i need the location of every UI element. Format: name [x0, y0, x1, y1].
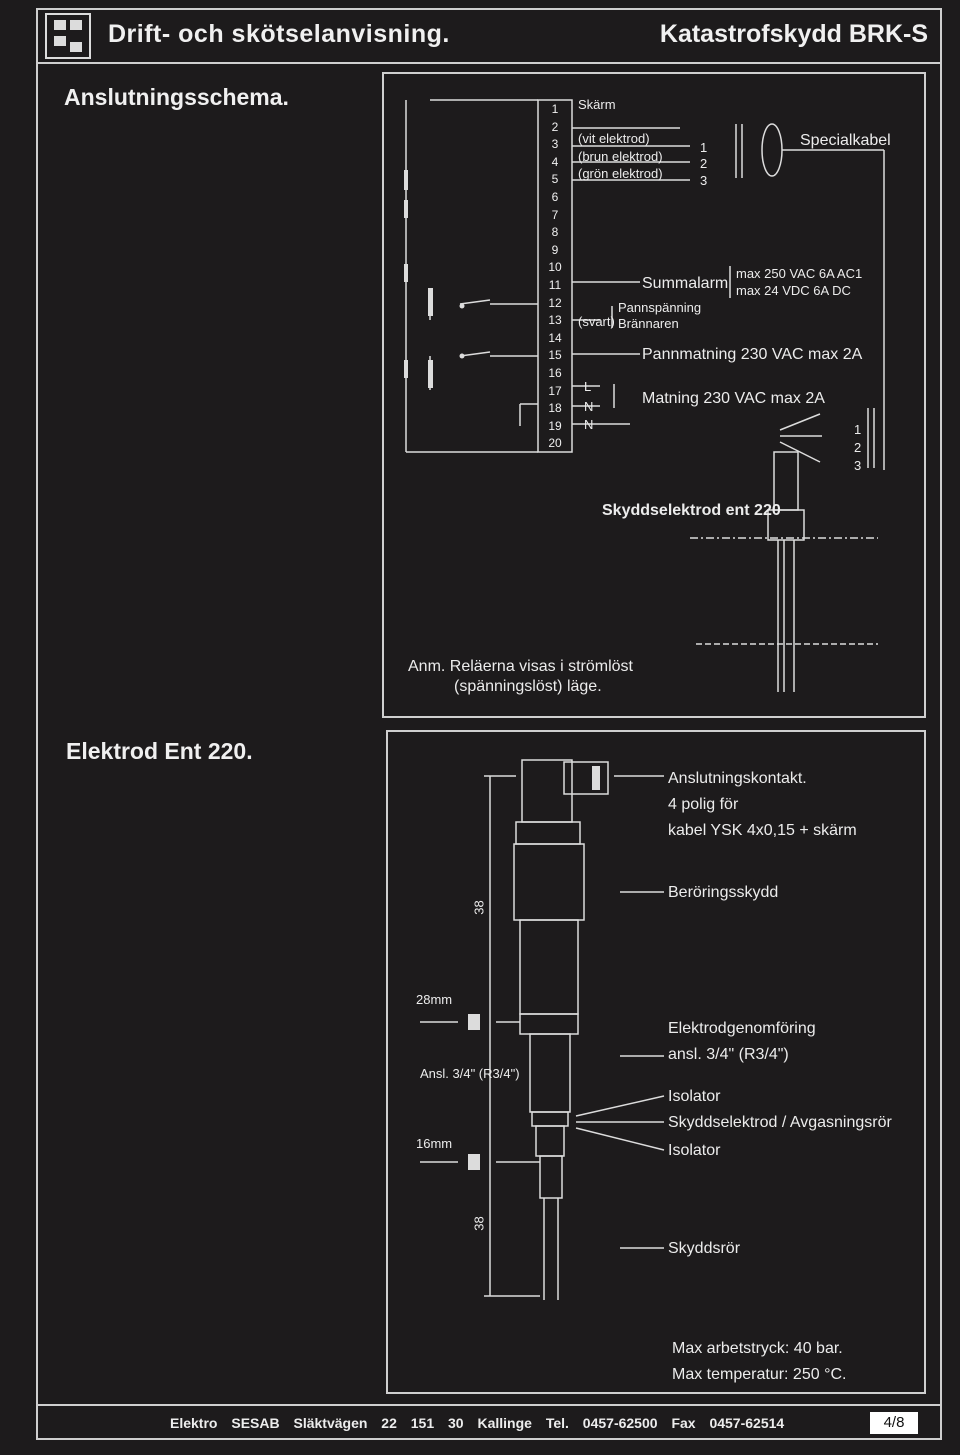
connector-pins: 4 polig för [668, 796, 739, 813]
page-title: Drift- och skötselanvisning. [108, 20, 450, 48]
terminal-19: 19 [548, 418, 562, 433]
term-label-vit: (vit elektrod) [578, 131, 650, 146]
terminal-18: 18 [548, 401, 562, 416]
relay-note-pannspanning: Pannspänning [618, 300, 702, 315]
relay-note-line2: (spänningslöst) läge. [454, 678, 602, 695]
spec-max-temperature: Max temperatur: 250 °C. [672, 1366, 847, 1383]
mains-phase-n1: N [584, 399, 594, 414]
terminal-9: 9 [551, 242, 559, 257]
terminal-20: 20 [548, 436, 562, 451]
footer-phone: Tel. 0457-62500 [545, 1415, 658, 1431]
terminal-2: 2 [551, 119, 559, 134]
terminal-1: 1 [551, 102, 559, 116]
term-label-gron: (grön elektrod) [578, 166, 663, 181]
footer-contact: Elektro SESAB Släktvägen 22 151 30 Kalli… [170, 1415, 784, 1431]
terminal-12: 12 [548, 295, 562, 310]
dimension-2: 38 [471, 1216, 487, 1231]
probe-name-label: Skyddselektrod ent 220 [602, 502, 781, 519]
insulator-label-2: Isolator [668, 1142, 721, 1159]
header-band [38, 10, 940, 64]
wiring-diagram-panel [382, 72, 926, 718]
thread-size: Ansl. 3/4" (R3/4") [420, 1066, 520, 1081]
probe-wire-1: 1 [700, 140, 708, 155]
wrench-size-1: 28mm [416, 992, 453, 1007]
terminal-17: 17 [548, 383, 562, 398]
company-logo [45, 13, 91, 59]
mains-phase-n2: N [584, 417, 594, 432]
terminal-5: 5 [551, 172, 559, 187]
mains-phase-l: L [584, 379, 592, 394]
page-number: 4/8 [870, 1412, 918, 1434]
probe-wire-2: 2 [700, 156, 708, 171]
right-wire-2: 2 [854, 440, 862, 455]
mains-label: Matning 230 VAC max 2A [642, 390, 825, 407]
connector-cable: kabel YSK 4x0,15 + skärm [668, 822, 857, 839]
dimension-1: 38 [471, 900, 487, 915]
right-wire-3: 3 [854, 458, 862, 473]
relay-rating-ac: max 250 VAC 6A AC1 [736, 266, 863, 281]
cable-label: Specialkabel [800, 132, 891, 149]
protection-label: Beröringsskydd [668, 884, 779, 901]
section-title-electrode: Elektrod Ent 220. [66, 738, 253, 764]
footer-address: Släktvägen 22 151 30 Kallinge [293, 1415, 532, 1431]
terminal-11: 11 [548, 278, 562, 292]
footer-band [38, 1404, 940, 1440]
wrench-size-2: 16mm [416, 1136, 453, 1151]
terminal-8: 8 [551, 225, 559, 240]
insulator-label-1: Isolator [668, 1088, 721, 1105]
right-wire-1: 1 [854, 422, 862, 437]
sum-alarm-label: Summalarm [642, 275, 729, 292]
terminal-15: 15 [548, 348, 562, 363]
footer-fax: Fax 0457-62514 [671, 1415, 785, 1431]
page-frame [36, 8, 942, 1440]
product-name: Katastrofskydd BRK-S [659, 20, 928, 48]
relay-note-brannaren: Brännaren [618, 316, 679, 331]
relay-note-pannmatning: Pannmatning 230 VAC max 2A [642, 346, 863, 363]
terminal-13: 13 [548, 313, 562, 328]
inner-electrode-label: Skyddselektrod / Avgasningsrör [668, 1114, 892, 1131]
terminal-7: 7 [551, 207, 559, 222]
feedthrough-label: Elektrodgenomföring [668, 1020, 816, 1037]
connector-label: Anslutningskontakt. [668, 770, 807, 787]
footer-company: Elektro SESAB [170, 1415, 280, 1431]
relay-note-line1: Anm. Reläerna visas i strömlöst [408, 658, 633, 675]
terminal-10: 10 [548, 260, 562, 275]
terminal-3: 3 [551, 137, 559, 152]
term-label-skarm: Skärm [578, 97, 616, 112]
terminal-14: 14 [548, 330, 562, 345]
terminal-16: 16 [548, 366, 562, 380]
spec-max-pressure: Max arbetstryck: 40 bar. [672, 1340, 843, 1357]
terminal-4: 4 [551, 154, 559, 169]
relay-rating-dc: max 24 VDC 6A DC [736, 283, 851, 298]
term-label-brun: (brun elektrod) [578, 149, 663, 164]
section-title-wiring: Anslutningsschema. [64, 84, 289, 110]
term-label-svart: (svart) [578, 314, 615, 329]
outer-tube-label: Skyddsrör [668, 1240, 741, 1257]
probe-wire-3: 3 [700, 173, 708, 188]
terminal-6: 6 [551, 190, 559, 204]
feedthrough-thread: ansl. 3/4" (R3/4") [668, 1046, 789, 1063]
electrode-diagram-panel [386, 730, 926, 1394]
